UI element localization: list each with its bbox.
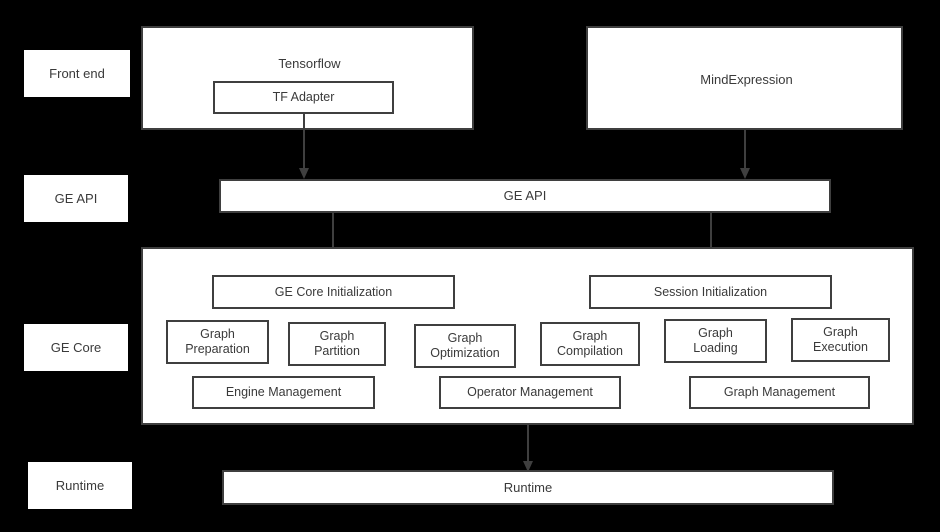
graph-execution-line2: Execution [813,340,868,354]
graph-compilation-line1: Graph [572,329,608,344]
graph-preparation-line1: Graph [200,327,235,342]
graph-partition-line1: Graph [319,329,355,344]
layer-label-front-end: Front end [24,50,130,97]
graph-compilation-line2: Compilation [556,344,623,358]
layer-label-runtime: Runtime [28,462,132,509]
tensorflow-title: Tensorflow [278,56,341,71]
engine-management-label: Engine Management [225,385,342,400]
layer-label-ge-core: GE Core [24,324,128,371]
mindexpression-title: MindExpression [700,72,793,87]
tf-adapter-label: TF Adapter [272,90,335,105]
tensorflow-frame: Tensorflow [141,26,474,130]
graph-execution-box[interactable]: Graph Execution [791,318,890,362]
graph-compilation-box[interactable]: Graph Compilation [540,322,640,366]
graph-partition-box[interactable]: Graph Partition [288,322,386,366]
graph-optimization-line2: Optimization [430,346,500,360]
layer-label-ge-core-text: GE Core [50,339,102,355]
session-initialization-box[interactable]: Session Initialization [589,275,832,309]
operator-management-box[interactable]: Operator Management [439,376,621,409]
layer-label-ge-api-text: GE API [54,190,98,206]
graph-optimization-line1: Graph [447,331,483,346]
graph-preparation-box[interactable]: Graph Preparation [166,320,269,364]
ge-api-bar[interactable]: GE API [219,179,831,213]
graph-preparation-line2: Preparation [185,342,250,356]
layer-label-ge-api: GE API [24,175,128,222]
graph-optimization-box[interactable]: Graph Optimization [414,324,516,368]
ge-core-initialization-box[interactable]: GE Core Initialization [212,275,455,309]
layer-label-front-end-text: Front end [49,65,105,81]
graph-management-box[interactable]: Graph Management [689,376,870,409]
graph-execution-line1: Graph [823,325,858,340]
runtime-bar[interactable]: Runtime [222,470,834,505]
graph-loading-line1: Graph [698,326,733,341]
graph-management-label: Graph Management [723,385,836,400]
layer-label-runtime-text: Runtime [55,477,105,493]
tf-adapter-box[interactable]: TF Adapter [213,81,394,114]
operator-management-label: Operator Management [467,385,593,400]
graph-partition-line2: Partition [314,344,360,358]
ge-core-initialization-label: GE Core Initialization [274,284,393,299]
graph-loading-box[interactable]: Graph Loading [664,319,767,363]
runtime-bar-label: Runtime [503,479,553,495]
session-initialization-label: Session Initialization [653,284,768,299]
graph-loading-line2: Loading [693,341,738,355]
mindexpression-frame: MindExpression [586,26,903,130]
engine-management-box[interactable]: Engine Management [192,376,375,409]
ge-api-bar-label: GE API [503,188,547,204]
